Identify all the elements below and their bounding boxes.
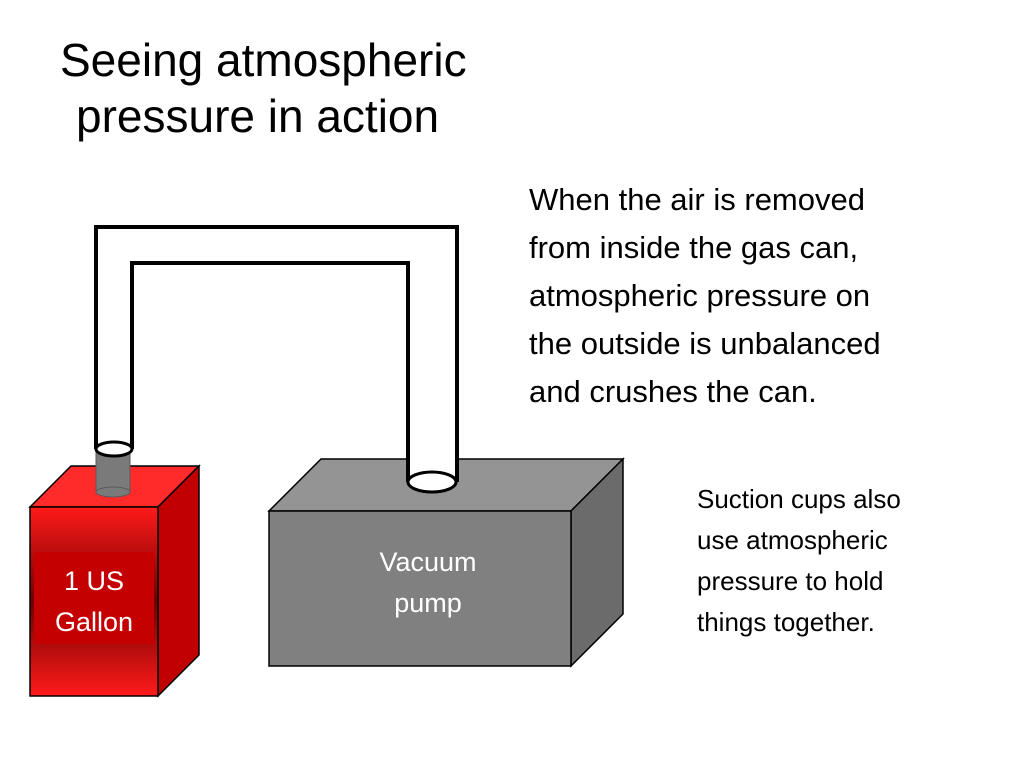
title-line: Seeing atmospheric (60, 34, 467, 86)
explanation-text: When the air is removed from inside the … (529, 176, 999, 416)
gas-can-label (34, 552, 154, 644)
explanation-line: from inside the gas can, (529, 230, 859, 265)
note-line: things together. (697, 607, 875, 637)
title-line: pressure in action (76, 90, 440, 142)
note-line: use atmospheric (697, 525, 888, 555)
gas-can: 1 US Gallon (28, 464, 201, 698)
slide-title: Seeing atmospheric pressure in action (60, 32, 620, 144)
explanation-line: the outside is unbalanced (529, 326, 881, 361)
suction-cups-note: Suction cups also use atmospheric pressu… (697, 479, 997, 643)
gas-can-nozzle (95, 450, 131, 498)
note-line: pressure to hold (697, 566, 884, 596)
explanation-line: atmospheric pressure on (529, 278, 871, 313)
hose-opening-can (94, 440, 134, 458)
hose (94, 225, 459, 494)
vacuum-pump-front (268, 510, 572, 667)
hose-opening-pump (406, 470, 458, 494)
gas-can-side (157, 464, 200, 698)
gas-can-label-line: Gallon (55, 607, 133, 637)
note-line: Suction cups also (697, 484, 901, 514)
explanation-line: When the air is removed (529, 182, 865, 217)
vacuum-pump-label-line: Vacuum (379, 547, 476, 577)
explanation-line: and crushes the can. (529, 374, 817, 409)
vacuum-pump-label-line: pump (394, 588, 462, 618)
gas-can-label-line: 1 US (64, 566, 124, 596)
